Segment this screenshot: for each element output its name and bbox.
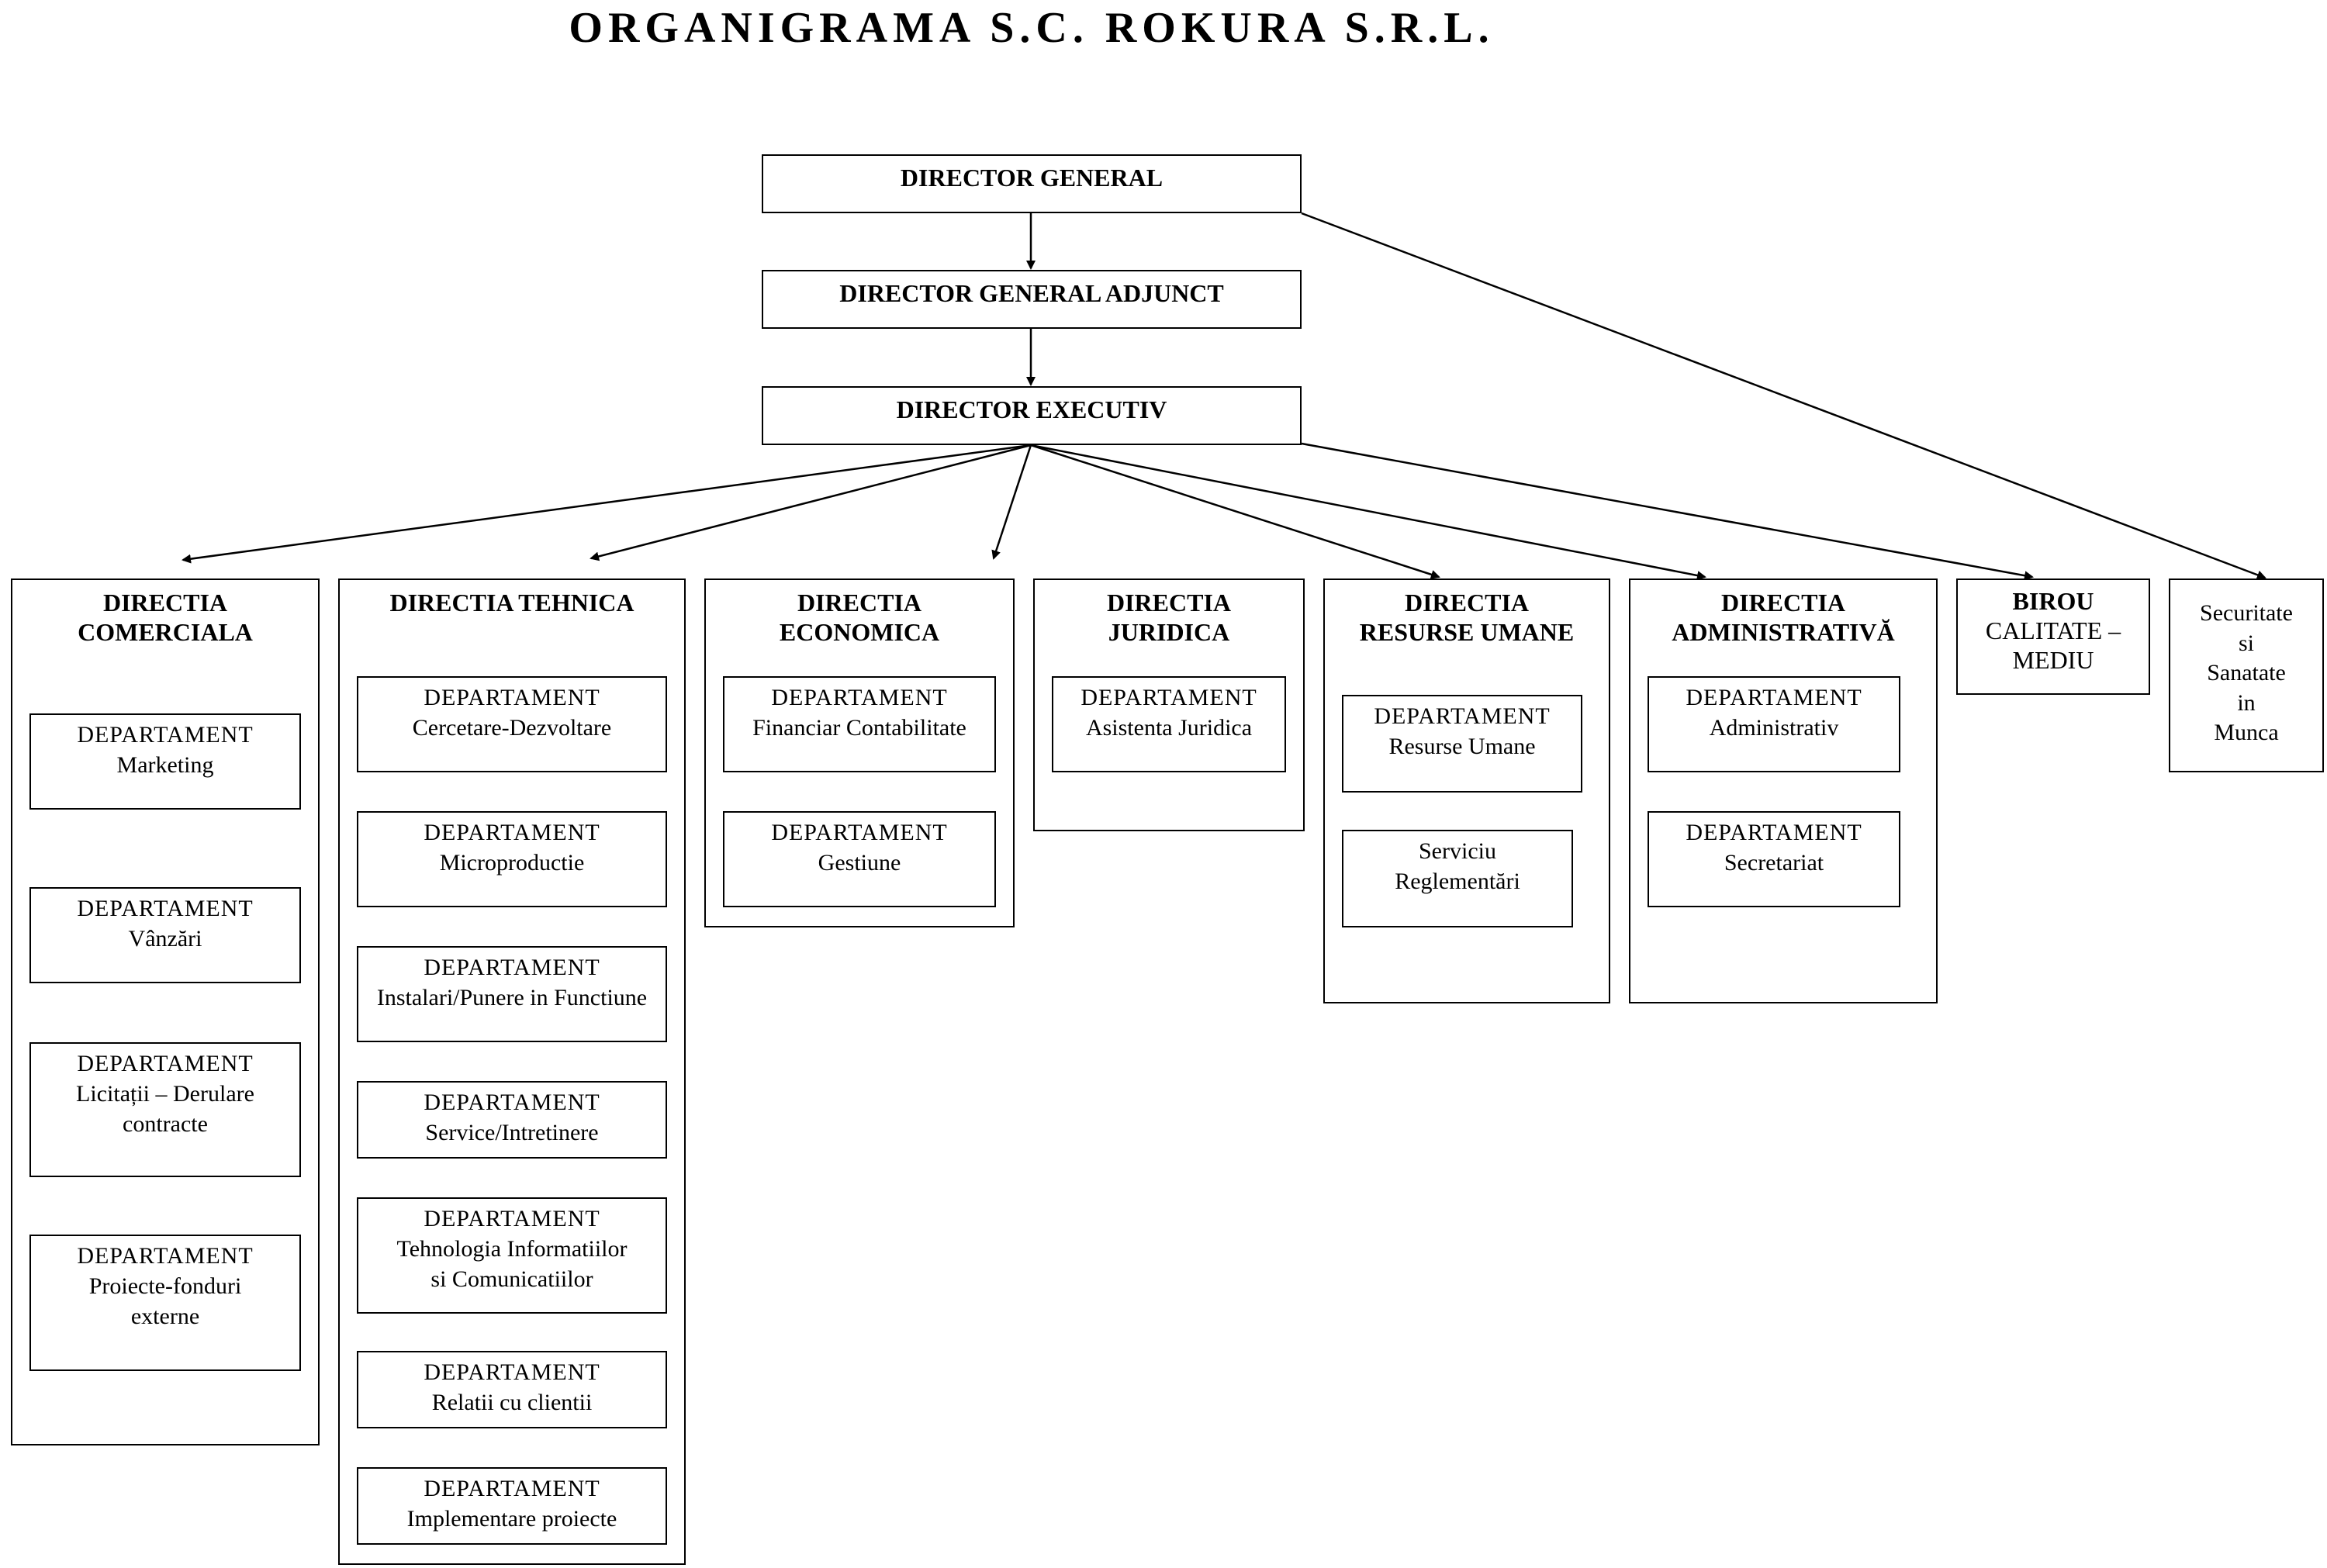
arrow-de-to-economica [991,444,1032,560]
directia-administrativa: DIRECTIA ADMINISTRATIVĂ DEPARTAMENT Admi… [1629,579,1938,1003]
dept-service-intretinere: DEPARTAMENT Service/Intretinere [357,1081,667,1159]
arrow-de-to-birou [1301,442,2034,581]
securitate-line-5: Munca [2214,720,2279,745]
director-general-adjunct-label: DIRECTOR GENERAL ADJUNCT [839,279,1224,307]
dept-instalari: DEPARTAMENT Instalari/Punere in Functiun… [357,946,667,1042]
arrow-de-to-administrativa [1030,444,1706,580]
arrow-de-to-resurse-umane [1030,444,1440,579]
dept-relatii-clientii: DEPARTAMENT Relatii cu clientii [357,1351,667,1428]
dept-resurse-umane: DEPARTAMENT Resurse Umane [1342,695,1582,793]
dept-proiecte-fonduri: DEPARTAMENT Proiecte-fonduri externe [29,1235,301,1371]
directia-resurse-umane-title: DIRECTIA RESURSE UMANE [1359,589,1575,646]
securitate-sanatate-munca: Securitate si Sanatate in Munca [2169,579,2324,772]
dept-asistenta-juridica: DEPARTAMENT Asistenta Juridica [1052,676,1286,772]
arrow-de-to-comerciala [182,444,1032,564]
dept-administrativ: DEPARTAMENT Administrativ [1648,676,1900,772]
dept-cercetare-dezvoltare: DEPARTAMENT Cercetare-Dezvoltare [357,676,667,772]
directia-economica-title: DIRECTIA ECONOMICA [779,589,940,646]
directia-comerciala-title: DIRECTIA COMERCIALA [78,589,253,646]
directia-resurse-umane: DIRECTIA RESURSE UMANE DEPARTAMENT Resur… [1323,579,1610,1003]
birou-title: BIROU [2012,587,2094,615]
birou-line-1: CALITATE – [1985,616,2121,644]
securitate-line-2: si [2238,630,2254,656]
directia-juridica-title: DIRECTIA JURIDICA [1106,589,1232,646]
birou-line-2: MEDIU [2012,646,2094,674]
director-general-box: DIRECTOR GENERAL [762,154,1302,213]
dept-tehnologia-informatiilor: DEPARTAMENT Tehnologia Informatiilor si … [357,1197,667,1314]
director-general-adjunct-box: DIRECTOR GENERAL ADJUNCT [762,270,1302,329]
directia-tehnica: DIRECTIA TEHNICA DEPARTAMENT Cercetare-D… [338,579,686,1565]
chart-title: ORGANIGRAMA S.C. ROKURA S.R.L. [569,4,1495,52]
securitate-line-1: Securitate [2200,600,2293,626]
director-general-label: DIRECTOR GENERAL [900,164,1164,192]
directia-economica: DIRECTIA ECONOMICA DEPARTAMENT Financiar… [704,579,1015,927]
directia-tehnica-title: DIRECTIA TEHNICA [389,589,634,616]
dept-marketing: DEPARTAMENT Marketing [29,713,301,810]
director-executiv-box: DIRECTOR EXECUTIV [762,386,1302,445]
dept-licitatii: DEPARTAMENT Licitații – Derulare contrac… [29,1042,301,1177]
dept-vanzari: DEPARTAMENT Vânzări [29,887,301,983]
dept-secretariat: DEPARTAMENT Secretariat [1648,811,1900,907]
securitate-line-4: in [2237,689,2256,716]
serviciu-reglementari: Serviciu Reglementări [1342,830,1573,927]
arrow-dg-to-securitate [1301,212,2266,580]
arrow-de-to-tehnica [590,444,1032,561]
director-executiv-label: DIRECTOR EXECUTIV [896,395,1167,423]
dept-implementare-proiecte: DEPARTAMENT Implementare proiecte [357,1467,667,1545]
directia-juridica: DIRECTIA JURIDICA DEPARTAMENT Asistenta … [1033,579,1305,831]
dept-financiar-contabilitate: DEPARTAMENT Financiar Contabilitate [723,676,996,772]
birou-calitate-mediu: BIROU CALITATE – MEDIU [1956,579,2150,695]
directia-administrativa-title: DIRECTIA ADMINISTRATIVĂ [1672,589,1895,646]
dept-microproductie: DEPARTAMENT Microproductie [357,811,667,907]
securitate-line-3: Sanatate [2207,660,2286,686]
dept-gestiune: DEPARTAMENT Gestiune [723,811,996,907]
directia-comerciala: DIRECTIA COMERCIALA DEPARTAMENT Marketin… [11,579,320,1445]
